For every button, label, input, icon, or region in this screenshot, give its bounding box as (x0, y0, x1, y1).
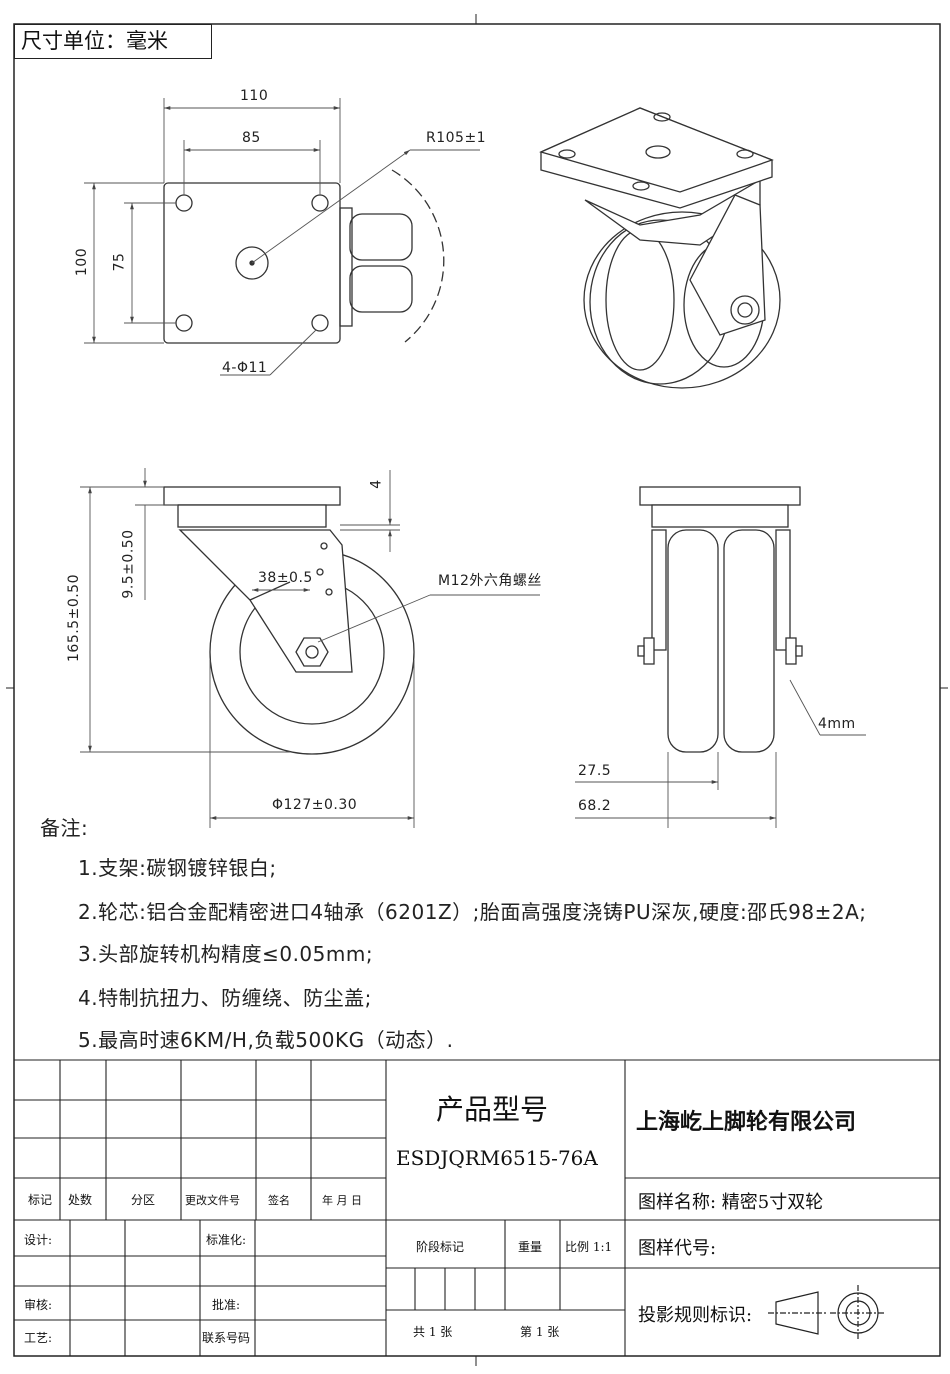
header-zone: 分区 (131, 1193, 156, 1207)
note-item: 3.头部旋转机构精度≤0.05mm; (78, 942, 374, 966)
label-weight: 重量 (518, 1240, 543, 1254)
unit-label: 尺寸单位：毫米 (14, 24, 212, 59)
dim-offset: 9.5±0.50 (120, 529, 137, 599)
title-block-grid (14, 1059, 940, 1356)
header-date: 年 月 日 (322, 1194, 362, 1207)
dim-swivel-lead: 38±0.5 (258, 570, 313, 586)
header-count: 处数 (68, 1193, 93, 1207)
note-item: 2.轮芯:铝合金配精密进口4轴承（6201Z）;胎面高强度浇铸PU深灰,硬度:邵… (78, 900, 867, 924)
header-change-doc: 更改文件号 (185, 1194, 240, 1207)
sheet-border (13, 23, 941, 1357)
top-view-dimensions (84, 98, 480, 376)
label-design: 设计: (24, 1233, 53, 1247)
label-review: 审核: (24, 1298, 53, 1312)
label-stage-mark: 阶段标记 (416, 1240, 465, 1254)
label-standardize: 标准化: (206, 1233, 247, 1247)
dim-top-width-inner: 85 (242, 130, 261, 146)
product-model-label: 产品型号 (436, 1093, 549, 1126)
header-mark: 标记 (28, 1193, 53, 1207)
dim-single-wheel-width: 27.5 (578, 763, 612, 779)
drawing-code: 图样代号: (638, 1238, 717, 1259)
company-name: 上海屹上脚轮有限公司 (636, 1109, 857, 1135)
top-view (163, 169, 445, 344)
dim-wheel-diameter: Φ127±0.30 (272, 797, 358, 813)
dim-bolt-holes: 4-Φ11 (222, 360, 268, 376)
label-total-sheets: 共 1 张 (413, 1325, 453, 1339)
dim-plate-thickness: 4 (368, 479, 385, 489)
side-view-dimensions (80, 468, 540, 828)
note-item: 1.支架:碳钢镀锌银白; (78, 856, 277, 880)
note-item: 5.最高时速6KM/H,负载500KG（动态）. (78, 1028, 454, 1052)
drawing-name: 图样名称: 精密5寸双轮 (638, 1192, 824, 1213)
projection-label: 投影规则标识: (638, 1305, 753, 1326)
dim-total-height: 165.5±0.50 (65, 574, 82, 662)
dim-axle-bolt: M12外六角螺丝 (438, 573, 542, 589)
notes-heading: 备注: (40, 816, 89, 840)
isometric-view (539, 107, 781, 389)
front-view-dimensions (575, 679, 866, 828)
dim-swivel-radius: R105±1 (426, 130, 487, 146)
product-model: ESDJQRM6515-76A (396, 1146, 598, 1170)
side-view (163, 486, 415, 755)
projection-symbol (768, 1285, 886, 1341)
label-sheet-no: 第 1 张 (520, 1325, 560, 1339)
label-contact-no: 联系号码 (202, 1331, 251, 1345)
dim-top-width-outer: 110 (240, 88, 269, 104)
dim-top-height-inner: 75 (111, 252, 128, 272)
note-item: 4.特制抗扭力、防缠绕、防尘盖; (78, 986, 372, 1010)
header-signature: 签名 (268, 1194, 290, 1207)
label-approve: 批准: (212, 1298, 241, 1312)
front-view (637, 486, 803, 753)
label-process: 工艺: (24, 1331, 53, 1345)
dim-top-height-outer: 100 (74, 247, 91, 277)
dim-total-wheel-width: 68.2 (578, 798, 612, 814)
label-scale: 比例 1:1 (565, 1240, 613, 1254)
dim-fork-thickness: 4mm (818, 716, 856, 732)
